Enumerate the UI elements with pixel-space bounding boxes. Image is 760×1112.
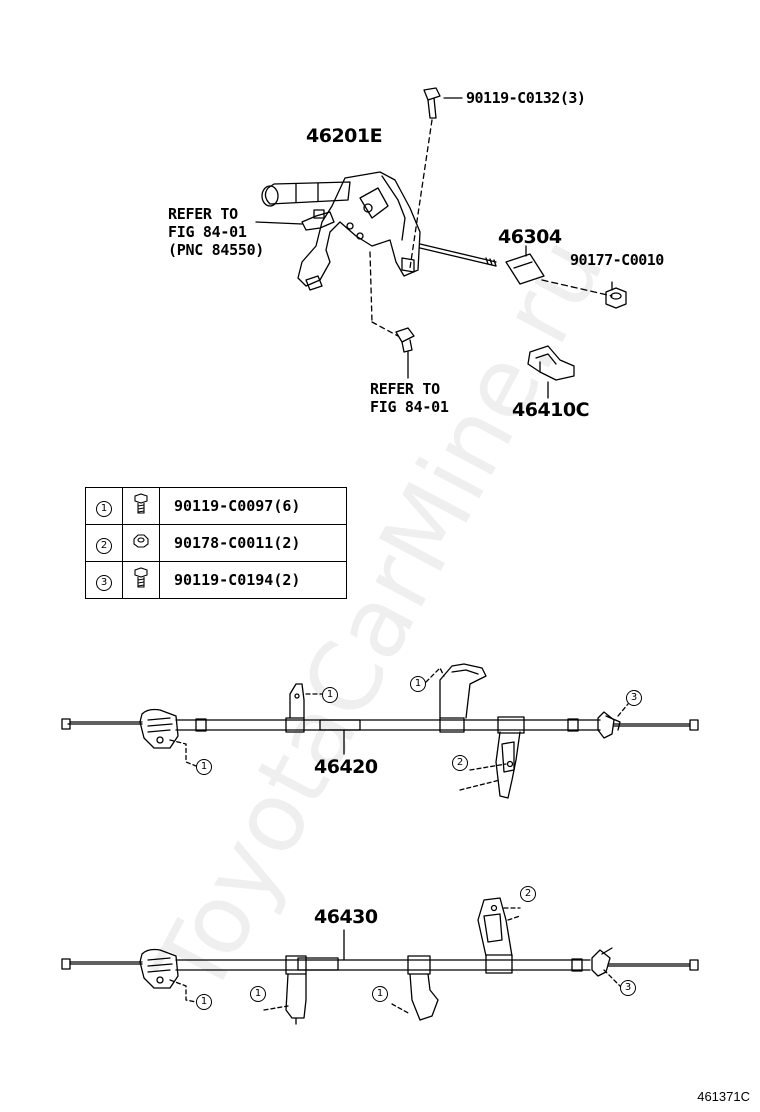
bolt-icon — [134, 493, 148, 514]
cable-2-callout: 2 — [520, 886, 536, 902]
bolt-icon — [134, 567, 148, 588]
cable-2-callout: 1 — [372, 986, 388, 1002]
cable-1-callout: 1 — [410, 676, 426, 692]
refer-bottom-note: REFER TO FIG 84-01 — [370, 382, 449, 415]
bolt-top-drawing — [409, 87, 463, 269]
equalizer-part-label: 46304 — [498, 226, 562, 248]
nut-icon — [133, 534, 149, 548]
legend-index: 1 — [96, 500, 112, 517]
legend-index: 3 — [96, 574, 112, 591]
legend-index-cell: 1 — [85, 487, 123, 525]
refer-left-line-1: REFER TO — [168, 205, 238, 223]
legend-icon-cell — [122, 561, 160, 599]
legend-row: 3 90119-C0194(2) — [85, 561, 347, 599]
legend-part-cell: 90119-C0194(2) — [159, 561, 347, 599]
cable-46420-drawing — [61, 663, 699, 799]
legend-icon-cell — [122, 487, 160, 525]
nut-part-label: 90177-C0010 — [570, 251, 664, 269]
bolt-bottom-drawing — [369, 251, 415, 379]
legend-row: 1 90119-C0097(6) — [85, 487, 347, 525]
refer-bottom-line-2: FIG 84-01 — [370, 398, 449, 416]
bolt-top-label: 90119-C0132(3) — [466, 89, 586, 107]
cable-1-callout: 2 — [452, 755, 468, 771]
lever-part-label: 46201E — [306, 125, 383, 147]
refer-left-note: REFER TO FIG 84-01 (PNC 84550) — [168, 207, 264, 258]
cable-1-callout: 3 — [626, 690, 642, 706]
clamp-part-label: 46410C — [512, 399, 590, 421]
fastener-legend-table: 1 90119-C0097(6) 2 90178-C0011(2) 3 9011… — [85, 487, 347, 599]
parking-brake-lever-drawing — [255, 171, 497, 291]
legend-part-cell: 90178-C0011(2) — [159, 524, 347, 562]
cable-1-part-label: 46420 — [314, 756, 378, 778]
cable-2-part-label: 46430 — [314, 906, 378, 928]
legend-index: 2 — [96, 537, 112, 554]
legend-row: 2 90178-C0011(2) — [85, 524, 347, 562]
figure-id: 461371C — [697, 1089, 750, 1104]
cable-2-callout: 1 — [250, 986, 266, 1002]
equalizer-drawing — [505, 245, 613, 297]
refer-left-line-2: FIG 84-01 — [168, 223, 247, 241]
cable-1-callout: 1 — [196, 759, 212, 775]
legend-part-cell: 90119-C0097(6) — [159, 487, 347, 525]
cable-2-callout: 3 — [620, 980, 636, 996]
clamp-drawing — [527, 345, 575, 399]
refer-bottom-line-1: REFER TO — [370, 380, 440, 398]
cable-1-callout: 1 — [322, 687, 338, 703]
refer-left-line-3: (PNC 84550) — [168, 241, 265, 259]
cable-46430-drawing — [61, 897, 699, 1025]
legend-index-cell: 2 — [85, 524, 123, 562]
legend-icon-cell — [122, 524, 160, 562]
nut-drawing — [605, 281, 627, 309]
cable-2-callout: 1 — [196, 994, 212, 1010]
legend-index-cell: 3 — [85, 561, 123, 599]
